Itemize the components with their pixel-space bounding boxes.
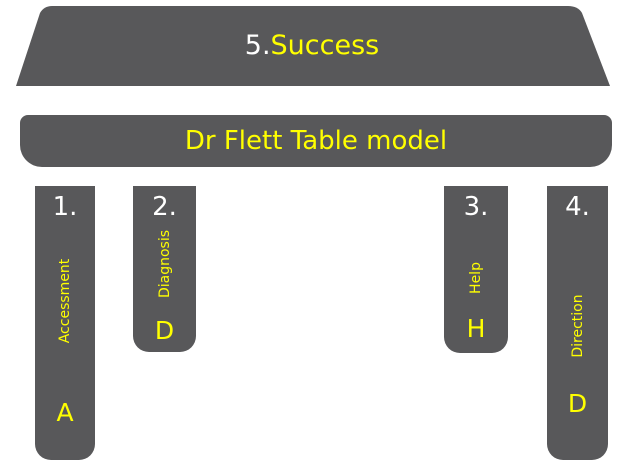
leg-number: 2.	[152, 192, 177, 222]
leg-word: Direction	[569, 294, 586, 358]
leg-letter: H	[466, 314, 486, 343]
leg-help: 3. Help H	[444, 186, 508, 353]
leg-word: Diagnosis	[156, 229, 173, 299]
success-text: Success	[270, 30, 380, 61]
table-label: Dr Flett Table model	[184, 126, 448, 156]
leg-accessment: 1. Accessment A	[35, 186, 95, 460]
leg-letter: D	[154, 316, 175, 345]
success-tabletop-shape	[16, 6, 610, 86]
table-bar: Dr Flett Table model	[20, 115, 612, 167]
leg-diagnosis: 2. Diagnosis D	[133, 186, 196, 352]
leg-number: 4.	[565, 192, 590, 222]
leg-number: 3.	[463, 192, 489, 222]
success-heading: 5.Success	[0, 26, 624, 66]
leg-direction: 4. Direction D	[547, 186, 608, 460]
leg-letter: A	[56, 398, 74, 427]
success-number: 5.	[244, 30, 271, 61]
leg-word: Help	[468, 262, 484, 294]
leg-number: 1.	[52, 192, 78, 222]
leg-word: Accessment	[57, 258, 73, 344]
leg-letter: D	[567, 389, 588, 418]
